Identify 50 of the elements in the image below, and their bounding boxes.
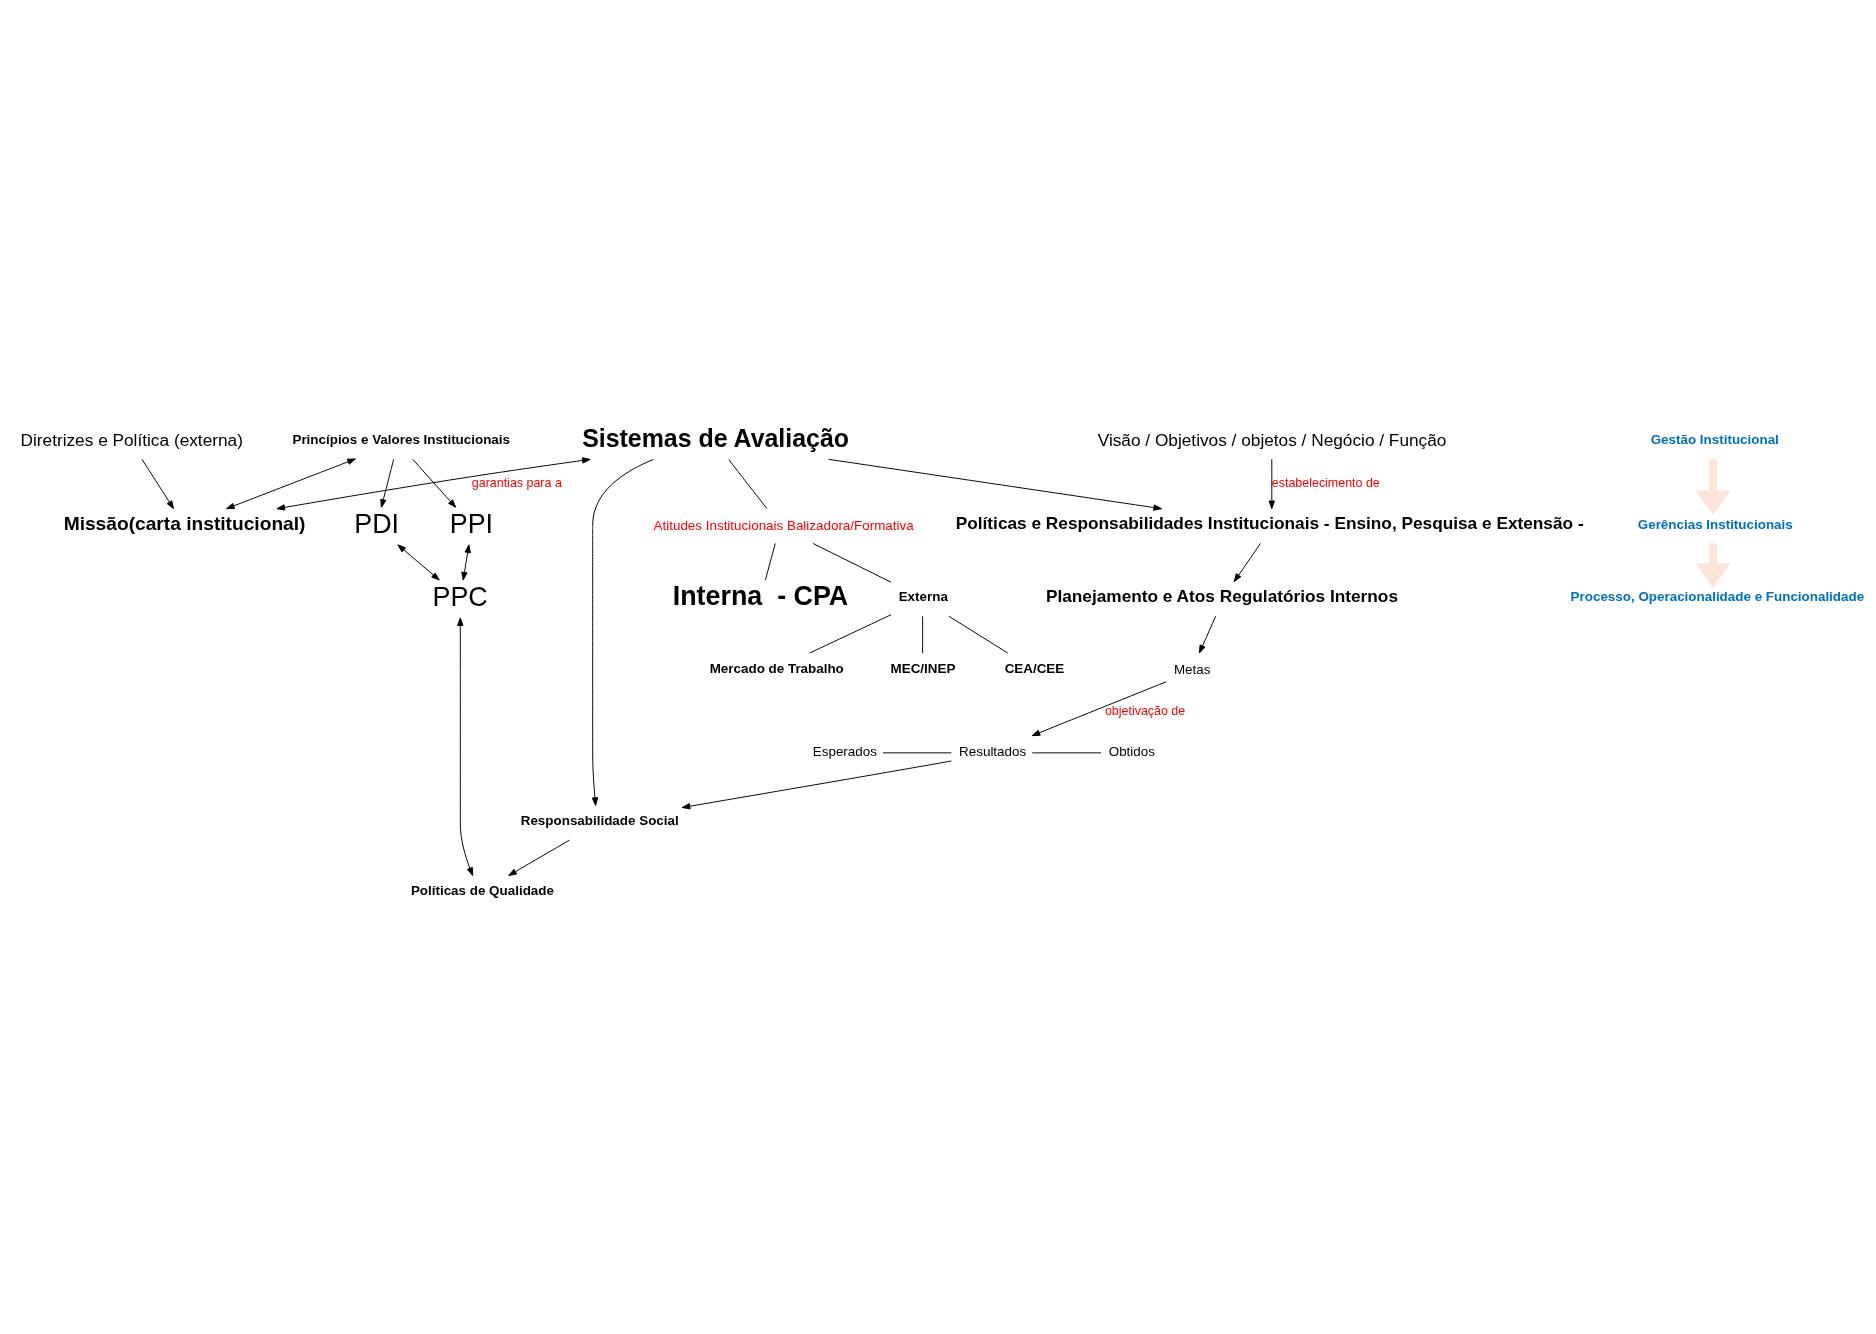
node-text: MEC/INEP	[890, 660, 956, 676]
node-text: Planejamento e Atos Regulatórios Internos	[1045, 586, 1399, 607]
node-text: Interna - CPA	[672, 580, 849, 611]
arrow	[461, 544, 471, 581]
connector	[728, 459, 768, 509]
node-text: Responsabilidade Social	[520, 813, 679, 829]
node-text: Missão(carta institucional)	[63, 512, 306, 534]
connector	[764, 542, 776, 581]
node-text: PPC	[432, 581, 488, 612]
arrow	[141, 458, 175, 510]
connector	[948, 615, 1009, 654]
arrow	[828, 458, 1163, 511]
arrow	[508, 839, 570, 876]
node-text: CEA/CEE	[1004, 660, 1065, 676]
node-text: PDI	[354, 508, 400, 539]
arrow	[591, 458, 654, 806]
node-text: Princípios e Valores Institucionais	[292, 432, 511, 448]
node-text: Gerências Institucionais	[1637, 516, 1793, 532]
arrow	[397, 544, 440, 581]
arrow	[681, 760, 952, 810]
connector	[809, 614, 892, 654]
node-text: Gestão Institucional	[1650, 432, 1779, 448]
node-text: Processo, Operacionalidade e Funcionalidade	[1570, 589, 1865, 605]
node-text: Externa	[898, 589, 948, 605]
node-text: Visão / Objetivos / objetos / Negócio / Função	[1097, 429, 1447, 450]
edge-label: objetivação de	[1104, 703, 1186, 718]
node-text: Esperados	[812, 744, 877, 760]
node-text: Políticas e Responsabilidades Institucionais - Ensino, Pesquisa e Extensão -	[955, 513, 1584, 534]
connector	[812, 542, 892, 583]
node-text: PPI	[449, 508, 494, 539]
arrow	[276, 457, 591, 511]
edge-label: estabelecimento de	[1271, 475, 1380, 490]
arrow	[412, 458, 457, 508]
arrow	[1268, 458, 1275, 510]
node-text: Obtidos	[1108, 744, 1155, 760]
node-text: Mercado de Trabalho	[709, 660, 844, 676]
node-text: Diretrizes e Política (externa)	[20, 429, 243, 450]
arrow	[1198, 615, 1217, 654]
connector	[922, 615, 924, 654]
node-text: Resultados	[959, 744, 1027, 760]
arrow	[226, 458, 356, 510]
arrow	[1233, 542, 1261, 583]
node-text: Políticas de Qualidade	[410, 883, 554, 899]
node-text: Metas	[1173, 661, 1211, 677]
node-text: Sistemas de Avaliação	[582, 423, 850, 452]
arrow	[380, 458, 395, 508]
edge-label: garantias para a	[471, 475, 562, 490]
arrow	[1031, 681, 1167, 737]
node-text: Atitudes Institucionais Balizadora/Formativa	[653, 517, 914, 533]
arrow	[457, 617, 474, 876]
